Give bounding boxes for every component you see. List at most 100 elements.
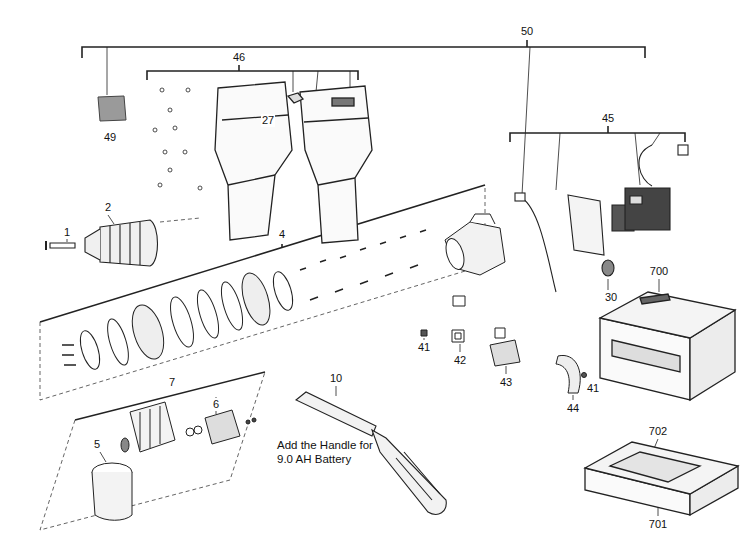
bracket	[147, 71, 358, 80]
housing	[304, 118, 368, 122]
small-part	[421, 330, 427, 336]
small-part	[452, 330, 464, 342]
leader-line	[293, 71, 294, 92]
callout-number: 702	[648, 425, 668, 438]
housing	[332, 98, 354, 106]
pin	[310, 265, 418, 300]
motor	[246, 420, 250, 424]
small-part	[490, 340, 520, 366]
motor	[140, 406, 160, 450]
leader-line	[460, 344, 461, 352]
gearbox	[103, 317, 132, 368]
gearbox	[237, 270, 276, 329]
housing	[300, 86, 372, 243]
bracket	[40, 40, 685, 420]
housing	[222, 115, 288, 120]
switch-assembly	[625, 188, 670, 230]
callout-number: 46	[232, 51, 246, 64]
leader-line	[316, 71, 318, 92]
gearbox	[77, 329, 104, 372]
dashed-outline	[40, 185, 485, 530]
callout-number: 1	[63, 226, 71, 239]
screw	[153, 128, 157, 132]
callout-number: 27	[261, 114, 275, 127]
chuck	[100, 220, 158, 266]
leader-line	[556, 133, 560, 190]
callout-number: 50	[520, 25, 534, 38]
leader-line	[659, 279, 660, 292]
chuck	[45, 241, 47, 250]
motor	[205, 410, 240, 444]
switch-assembly	[568, 195, 604, 255]
screw	[158, 183, 162, 187]
chuck	[85, 229, 100, 260]
switch-assembly	[630, 196, 642, 204]
callout-number: 10	[329, 372, 343, 385]
screw	[163, 150, 167, 154]
screw	[153, 88, 202, 190]
small-part	[455, 333, 461, 339]
pin	[300, 230, 426, 270]
callout-number: 2	[104, 201, 112, 214]
bracket	[281, 244, 283, 248]
switch-assembly	[678, 145, 688, 155]
carry-case	[640, 294, 670, 304]
leader-line	[67, 47, 660, 516]
motor	[194, 426, 202, 434]
gearbox	[270, 270, 297, 313]
leader-line	[350, 71, 351, 88]
callout-number: 5	[93, 438, 101, 451]
dashed-outline	[160, 218, 200, 222]
gearbox	[166, 295, 198, 350]
callout-number: 41	[586, 382, 600, 395]
dashed-outline	[40, 372, 265, 530]
motor	[252, 418, 256, 422]
leader-line	[658, 507, 659, 516]
small-part	[421, 296, 587, 393]
callout-number: 30	[604, 291, 618, 304]
small-part	[495, 328, 505, 338]
leader-line	[100, 452, 106, 462]
motor	[186, 428, 194, 436]
chuck	[50, 243, 75, 248]
gearbox	[470, 214, 495, 224]
screw	[168, 168, 172, 172]
switch-assembly	[515, 193, 525, 201]
screw	[183, 150, 187, 154]
gearbox	[126, 301, 169, 363]
leader-line	[336, 386, 337, 396]
callout-number: 44	[566, 402, 580, 415]
callout-number: 7	[168, 376, 176, 389]
bracket	[607, 126, 609, 133]
callout-number: 701	[648, 518, 668, 531]
callout-number: 49	[103, 131, 117, 144]
carry-case	[585, 442, 738, 494]
bracket	[238, 65, 240, 71]
leader-line	[108, 215, 114, 224]
leader-line	[506, 366, 507, 374]
carry-case	[600, 292, 735, 338]
small-part	[453, 296, 465, 306]
gearbox	[193, 288, 223, 340]
side-handle	[372, 430, 446, 514]
switch-assembly	[639, 145, 652, 186]
leader-line	[608, 279, 609, 290]
screw	[168, 108, 172, 112]
gearbox	[77, 214, 505, 371]
side-handle	[396, 452, 440, 500]
callout-number: 4	[278, 228, 286, 241]
leader-line	[652, 133, 660, 145]
callout-number: 42	[453, 354, 467, 367]
callout-number: 6	[212, 398, 220, 411]
switch-assembly	[522, 198, 556, 292]
motor	[130, 402, 175, 452]
note-text: Add the Handle for 9.0 AH Battery	[276, 438, 390, 466]
leader-line	[67, 239, 68, 242]
bracket	[526, 40, 528, 47]
pin	[62, 345, 76, 365]
screw	[198, 186, 202, 190]
gearbox	[443, 236, 468, 271]
carry-case	[585, 292, 738, 515]
motor	[92, 472, 132, 520]
